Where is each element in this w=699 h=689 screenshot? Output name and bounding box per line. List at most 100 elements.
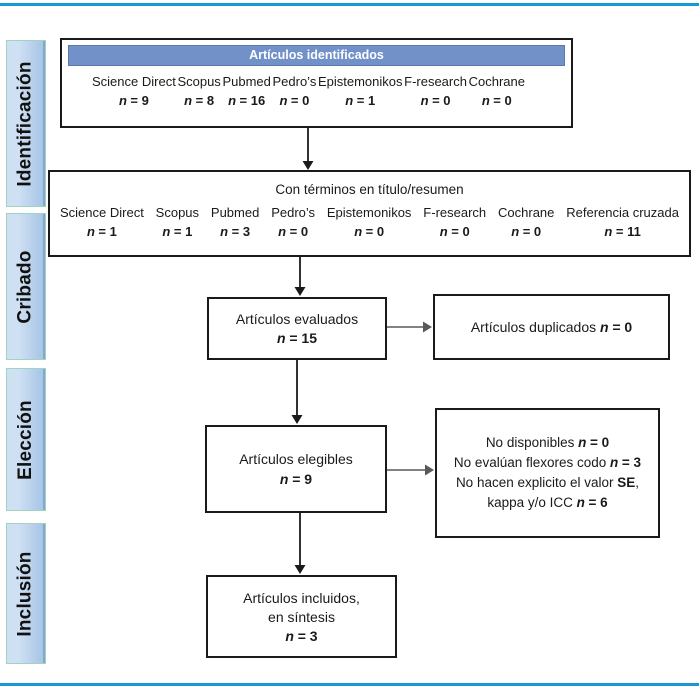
count-value: = 0 [493, 93, 512, 108]
source-count: n= 1 [156, 224, 199, 239]
source-name: Scopus [155, 205, 200, 220]
box-text: No hacen explicito el valor [455, 475, 618, 490]
box-count: n= 3 [285, 628, 317, 644]
box-line: Artículos duplicados n= 0 [471, 319, 632, 335]
source-name: Cochrane [498, 205, 555, 220]
screened-stats-row: Science Direct n= 1 Scopus n= 1 Pubmed n… [50, 205, 689, 239]
n-symbol: n [345, 93, 354, 108]
exclusion-line-2: No evalúan flexores codo n= 3 [454, 453, 641, 473]
bold-text: SE [617, 475, 636, 490]
count-value: = 0 [432, 93, 451, 108]
arrowhead-right-icon [423, 321, 432, 333]
box-line: Artículos evaluados [235, 311, 359, 327]
arrowhead-down-icon [294, 565, 306, 574]
source-count: n= 0 [404, 93, 467, 108]
n-symbol: n [600, 319, 609, 335]
box-count: n= 9 [280, 471, 312, 487]
count-value: = 0 [590, 434, 610, 450]
count-value: = 11 [615, 224, 641, 239]
count-value: = 1 [98, 224, 117, 239]
box-terms-title-abstract: Con términos en título/resumen Science D… [48, 170, 691, 257]
stage-label-text: Identificación [15, 60, 37, 187]
count-value: = 0 [290, 93, 310, 108]
source-count: n= 0 [327, 224, 412, 239]
box-text: kappa y/o ICC [487, 495, 577, 511]
stat-science-direct: Science Direct n= 1 [60, 205, 144, 239]
stage-label-text: Cribado [15, 249, 36, 324]
n-symbol: n [511, 224, 520, 239]
count-value: = 6 [588, 495, 608, 511]
arrowhead-down-icon [294, 287, 306, 296]
count-value: = 9 [292, 471, 313, 487]
source-count: n= 0 [271, 224, 315, 239]
stat-pubmed: Pubmed n= 3 [211, 205, 259, 239]
exclusion-line-1: No disponibles n= 0 [486, 433, 609, 453]
n-symbol: n [278, 224, 287, 239]
source-name: Science Direct [60, 205, 144, 220]
stage-label-cribado: Cribado [6, 213, 46, 360]
box-line: en síntesis [268, 608, 335, 625]
bottom-rule [0, 683, 699, 686]
box-articles-evaluated: Artículos evaluados n= 15 [207, 297, 387, 360]
source-count: n= 9 [92, 93, 176, 108]
source-name: Science Direct [92, 74, 176, 89]
box-line: Artículos incluidos, [243, 589, 360, 606]
count-value: = 0 [451, 224, 470, 239]
exclusion-line-4: kappa y/o ICC n= 6 [487, 493, 607, 513]
source-count: n= 0 [498, 224, 554, 239]
stage-label-text: Inclusión [15, 550, 37, 637]
source-count: n= 0 [423, 224, 486, 239]
top-rule [0, 3, 699, 6]
n-symbol: n [162, 224, 171, 239]
source-count: n= 1 [318, 93, 403, 108]
n-symbol: n [420, 93, 429, 108]
stage-label-identificacion: Identificación [6, 40, 46, 207]
source-name: Pubmed [210, 205, 260, 220]
box-text: , [635, 475, 640, 490]
box-exclusion-reasons: No disponibles n= 0 No evalúan flexores … [435, 408, 660, 538]
stage-label-eleccion: Elección [6, 368, 46, 511]
count-value: = 3 [297, 627, 318, 644]
n-symbol: n [118, 93, 127, 108]
source-name: Referencia cruzada [566, 205, 679, 220]
count-value: = 8 [195, 93, 215, 108]
count-value: = 15 [289, 330, 317, 346]
n-symbol: n [354, 224, 363, 239]
stat-pubmed: Pubmed n= 16 [222, 74, 270, 108]
stat-pedros: Pedro’s n= 0 [272, 74, 316, 108]
arrowhead-right-icon [425, 464, 434, 476]
box-identified-articles: Artículos identificados Science Direct n… [60, 38, 573, 128]
stage-label-text: Elección [15, 399, 36, 480]
box-text: Artículos duplicados [470, 319, 600, 335]
count-value: = 3 [231, 224, 251, 239]
stat-pedros: Pedro’s n= 0 [271, 205, 315, 239]
source-count: n= 3 [211, 224, 259, 239]
n-symbol: n [481, 93, 490, 108]
box-articles-eligible: Artículos elegibles n= 9 [205, 425, 387, 513]
n-symbol: n [610, 454, 619, 470]
stat-epistemonikos: Epistemonikos n= 0 [327, 205, 412, 239]
count-value: = 1 [173, 224, 193, 239]
n-symbol: n [279, 471, 289, 487]
source-count: n= 0 [469, 93, 525, 108]
exclusion-line-3: No hacen explicito el valor SE, [456, 473, 639, 493]
source-name: F-research [423, 205, 487, 220]
stat-f-research: F-research n= 0 [423, 205, 486, 239]
source-name: F-research [404, 74, 467, 89]
source-name: Pedro’s [271, 205, 316, 220]
n-symbol: n [578, 434, 587, 450]
n-symbol: n [86, 224, 95, 239]
count-value: = 3 [621, 454, 642, 470]
count-value: = 0 [365, 224, 385, 239]
arrowhead-down-icon [291, 415, 303, 424]
n-symbol: n [220, 224, 229, 239]
box-articles-duplicated: Artículos duplicados n= 0 [433, 294, 670, 360]
n-symbol: n [576, 495, 585, 511]
n-symbol: n [279, 93, 288, 108]
stat-f-research: F-research n= 0 [404, 74, 467, 108]
stat-scopus: Scopus n= 1 [156, 205, 199, 239]
source-count: n= 16 [222, 93, 270, 108]
source-name: Epistemonikos [317, 74, 403, 89]
source-name: Pubmed [222, 74, 271, 89]
count-value: = 0 [522, 224, 542, 239]
